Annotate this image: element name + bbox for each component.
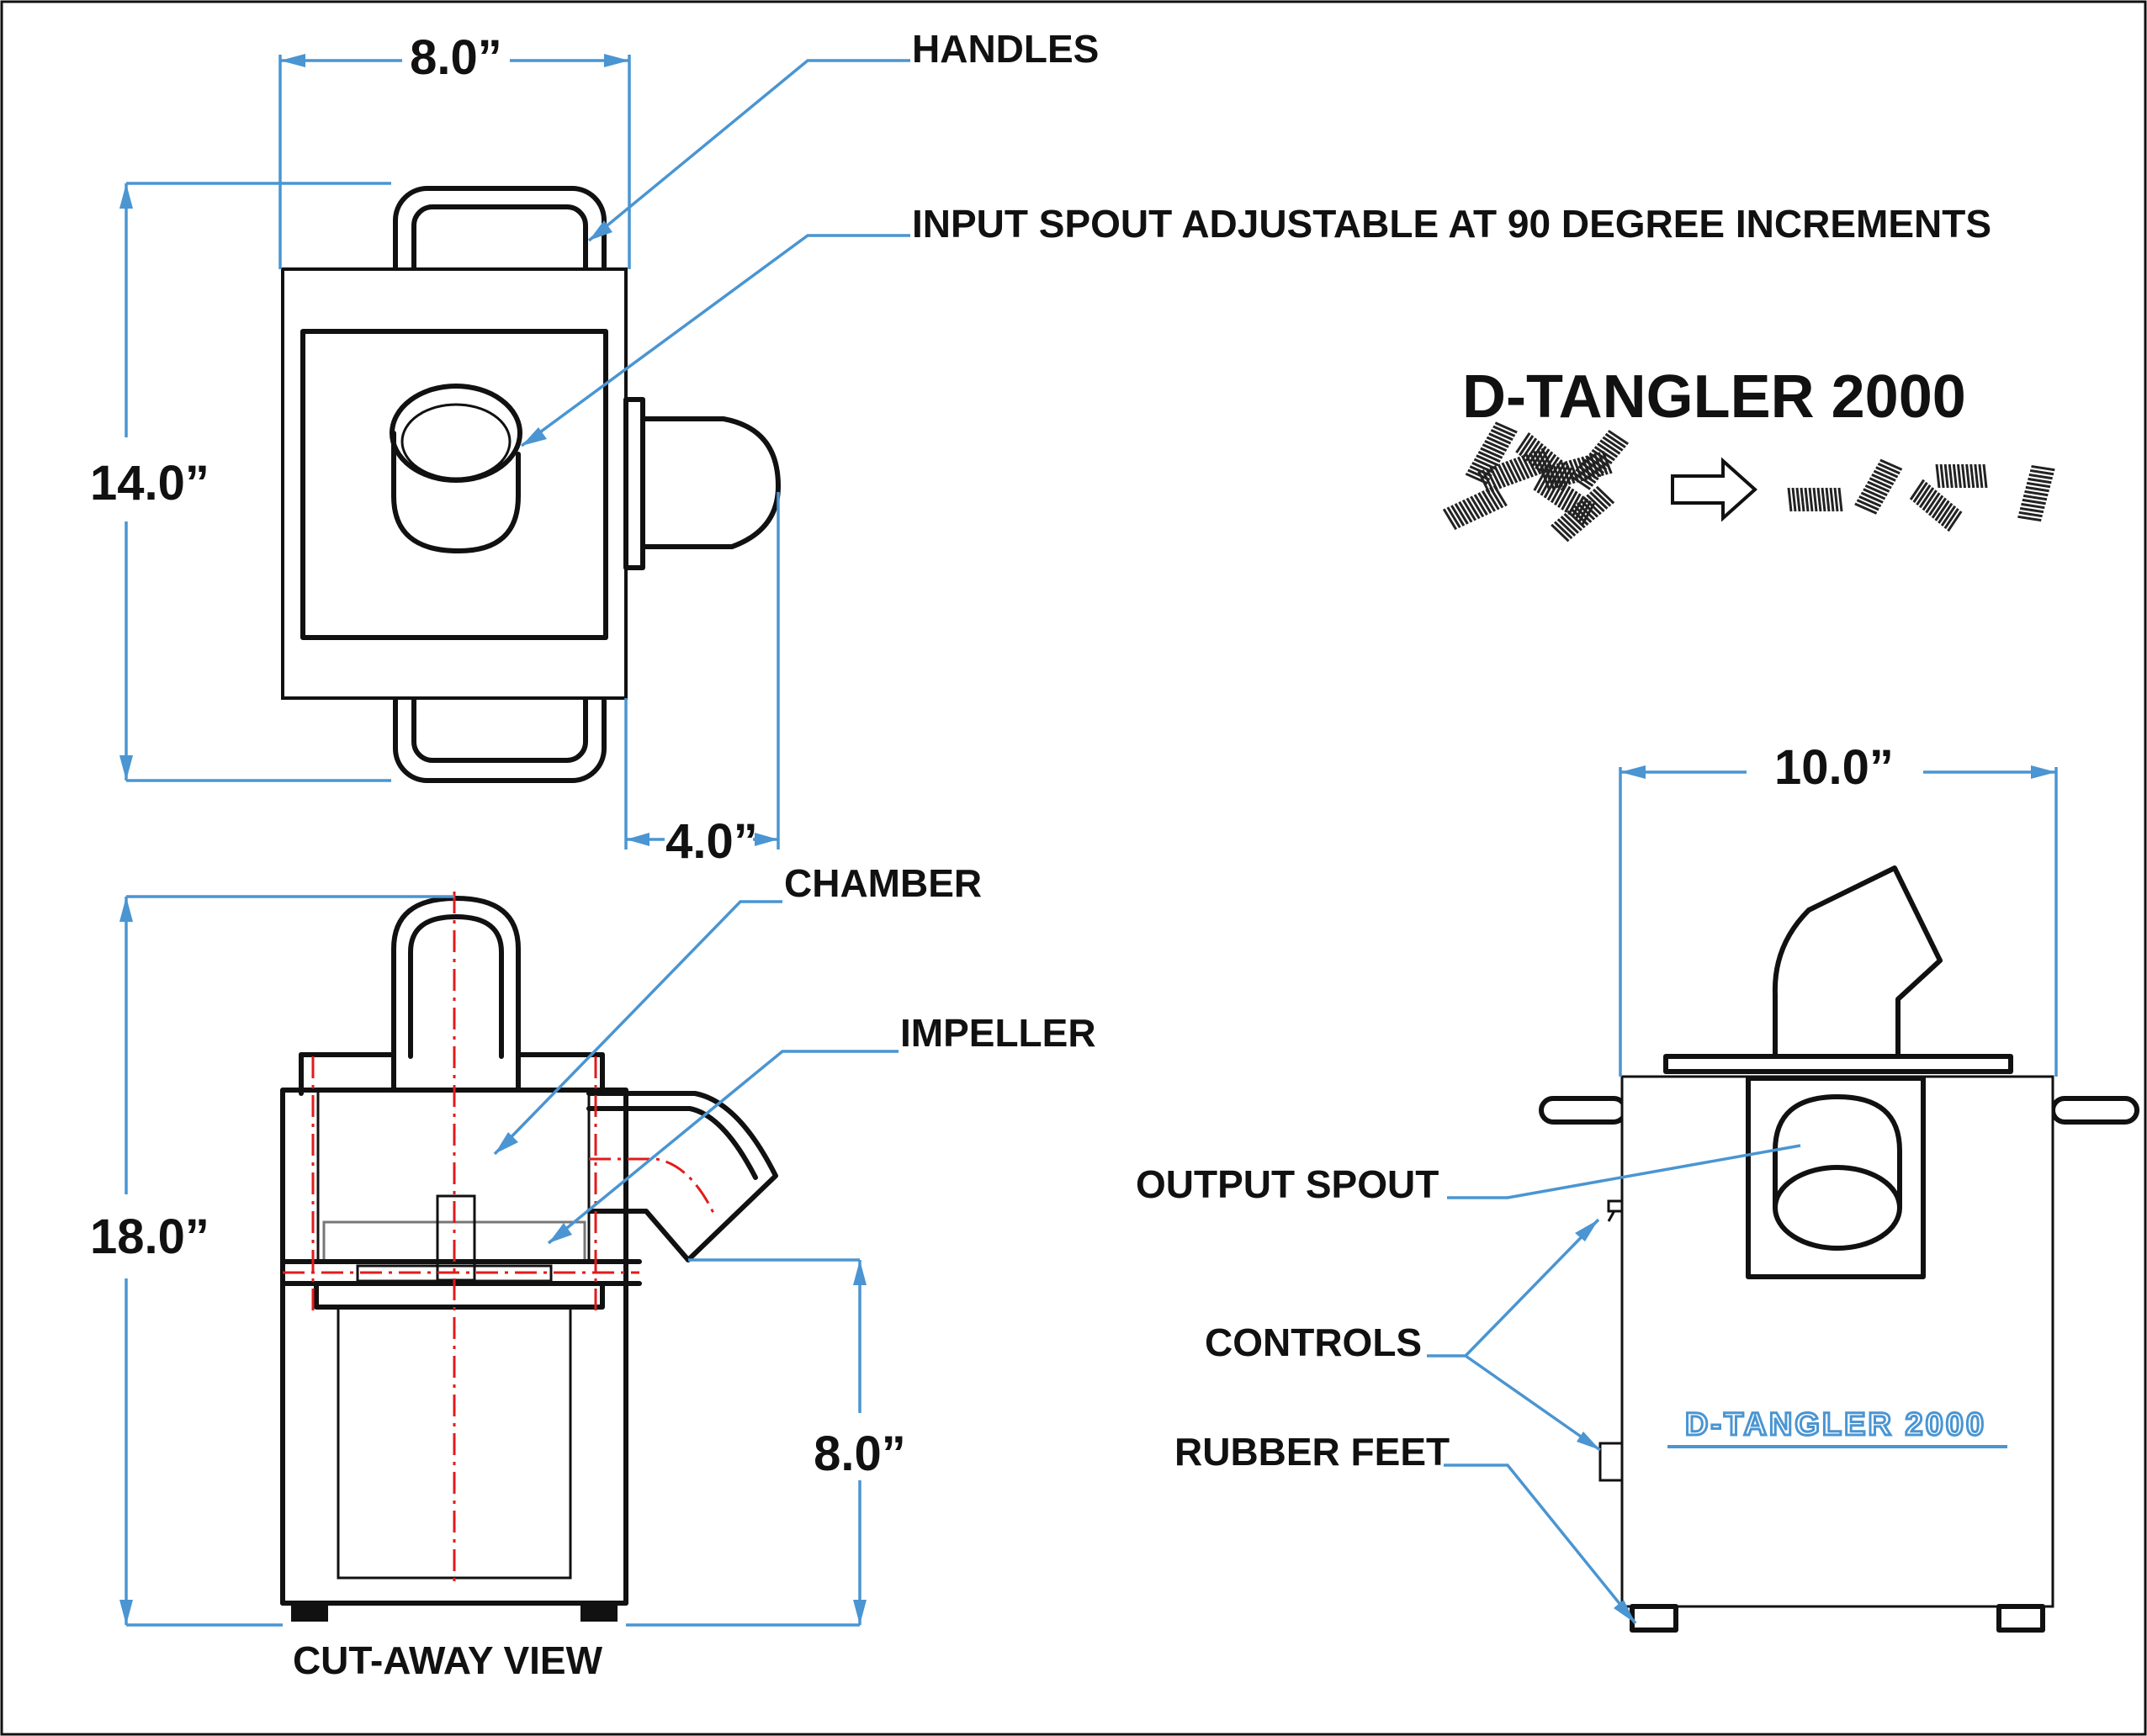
- cutaway-dimensions: 18.0” 8.0”: [90, 895, 906, 1627]
- input-spout-body: [391, 431, 521, 553]
- dim-outlet-height: 8.0”: [814, 1426, 906, 1481]
- output-spout-frame: [1746, 1076, 1926, 1279]
- callout-chamber: CHAMBER: [784, 861, 982, 905]
- side-input-elbow: [1772, 865, 1943, 1059]
- top-view: [281, 186, 781, 783]
- callout-rubber-feet: RUBBER FEET: [1174, 1430, 1450, 1474]
- dim-arrow-icon: [119, 183, 133, 209]
- input-spout-rim: [390, 384, 522, 483]
- leader-chamber: [493, 900, 782, 1156]
- dim-cutaway-height: 18.0”: [90, 1209, 209, 1264]
- dim-side-width: 10.0”: [1774, 740, 1894, 795]
- callout-controls: CONTROLS: [1205, 1321, 1422, 1364]
- rubber-foot-right: [1996, 1604, 2045, 1633]
- dim-arrow-icon: [119, 755, 133, 781]
- side-view: D-TANGLER 2000: [1539, 865, 2139, 1633]
- output-spout-body: [1773, 1094, 1902, 1210]
- cutaway-output-spout-inner: [586, 1106, 758, 1180]
- leader-arrow-icon: [549, 1223, 572, 1243]
- top-view-dimensions: 8.0” 14.0” 4.0”: [90, 30, 780, 869]
- leader-arrow-icon: [1577, 1432, 1600, 1450]
- callout-handles: HANDLES: [912, 27, 1099, 71]
- output-spout-mouth: [1773, 1165, 1902, 1251]
- product-title: D-TANGLER 2000: [1462, 363, 1966, 431]
- callout-output-spout: OUTPUT SPOUT: [1136, 1162, 1439, 1206]
- dim-spout-depth: 4.0”: [665, 814, 758, 869]
- leader-input-spout: [520, 234, 910, 447]
- separated-springs-icon: [1787, 458, 2055, 532]
- dim-top-width: 8.0”: [410, 30, 502, 85]
- leader-arrow-icon: [1614, 1600, 1635, 1623]
- dim-arrow-icon: [119, 897, 133, 922]
- leader-rubber-feet: [1444, 1463, 1637, 1625]
- cutaway-output-spout: [586, 1091, 778, 1262]
- spring-icon: [1935, 463, 1988, 489]
- spring-icon: [1569, 429, 1629, 490]
- top-view-callouts: HANDLES INPUT SPOUT ADJUSTABLE AT 90 DEG…: [520, 27, 1991, 447]
- cutaway-callouts: CHAMBER IMPELLER: [493, 861, 1096, 1245]
- leader-arrow-icon: [522, 427, 547, 446]
- dim-top-height: 14.0”: [90, 456, 209, 511]
- dim-arrow-icon: [626, 833, 649, 846]
- top-body: [281, 267, 628, 700]
- spring-icon: [1787, 487, 1843, 512]
- top-lid: [300, 329, 608, 640]
- leader-output-spout: [1447, 1144, 1801, 1199]
- leader-arrow-icon: [589, 220, 612, 241]
- spring-icon: [1909, 479, 1963, 532]
- tangled-springs-icon: [1442, 421, 1629, 542]
- dim-arrow-icon: [1620, 765, 1646, 779]
- control-power-box: [1598, 1442, 1624, 1482]
- cutaway-input-tube: [391, 896, 521, 1093]
- spring-icon: [2017, 464, 2055, 522]
- dim-arrow-icon: [280, 54, 305, 67]
- input-spout-opening: [400, 403, 512, 480]
- leader-arrow-icon: [495, 1132, 518, 1154]
- callout-input-spout: INPUT SPOUT ADJUSTABLE AT 90 DEGREE INCR…: [912, 202, 1991, 246]
- leader-arrow-icon: [1575, 1220, 1598, 1241]
- right-arrow-icon: [1671, 457, 1757, 522]
- cutaway-caption: CUT-AWAY VIEW: [293, 1638, 603, 1682]
- control-switch-base: [1607, 1199, 1624, 1213]
- side-lid: [1663, 1054, 2013, 1074]
- leader-handles: [587, 59, 910, 242]
- dim-arrow-icon: [2031, 765, 2056, 779]
- callout-impeller: IMPELLER: [900, 1011, 1096, 1055]
- cutaway-input-tube-inner: [408, 914, 504, 1059]
- cutaway-foot: [291, 1603, 328, 1622]
- brand-plate: D-TANGLER 2000: [1685, 1407, 1986, 1442]
- output-spout-top: [640, 416, 781, 549]
- cutaway-foot: [580, 1603, 618, 1622]
- side-view-annotations: 10.0” OUTPUT SPOUT CONTROLS RUBBER FEET: [1136, 740, 2058, 1625]
- spring-icon: [1442, 484, 1508, 531]
- dim-arrow-icon: [853, 1260, 867, 1285]
- dim-arrow-icon: [755, 833, 778, 846]
- spring-icon: [1551, 485, 1615, 542]
- cutaway-view: CUT-AWAY VIEW: [280, 892, 778, 1682]
- dim-arrow-icon: [119, 1600, 133, 1625]
- leader-controls-lower: [1464, 1354, 1602, 1452]
- spring-icon: [1465, 421, 1518, 485]
- title-block: D-TANGLER 2000: [1442, 363, 2055, 542]
- dim-arrow-icon: [604, 54, 629, 67]
- spring-icon: [1854, 458, 1903, 515]
- leader-impeller: [547, 1050, 899, 1245]
- dim-arrow-icon: [853, 1600, 867, 1625]
- centerline-outlet: [589, 1157, 715, 1214]
- spout-flange: [623, 397, 645, 570]
- side-body: [1620, 1075, 2054, 1608]
